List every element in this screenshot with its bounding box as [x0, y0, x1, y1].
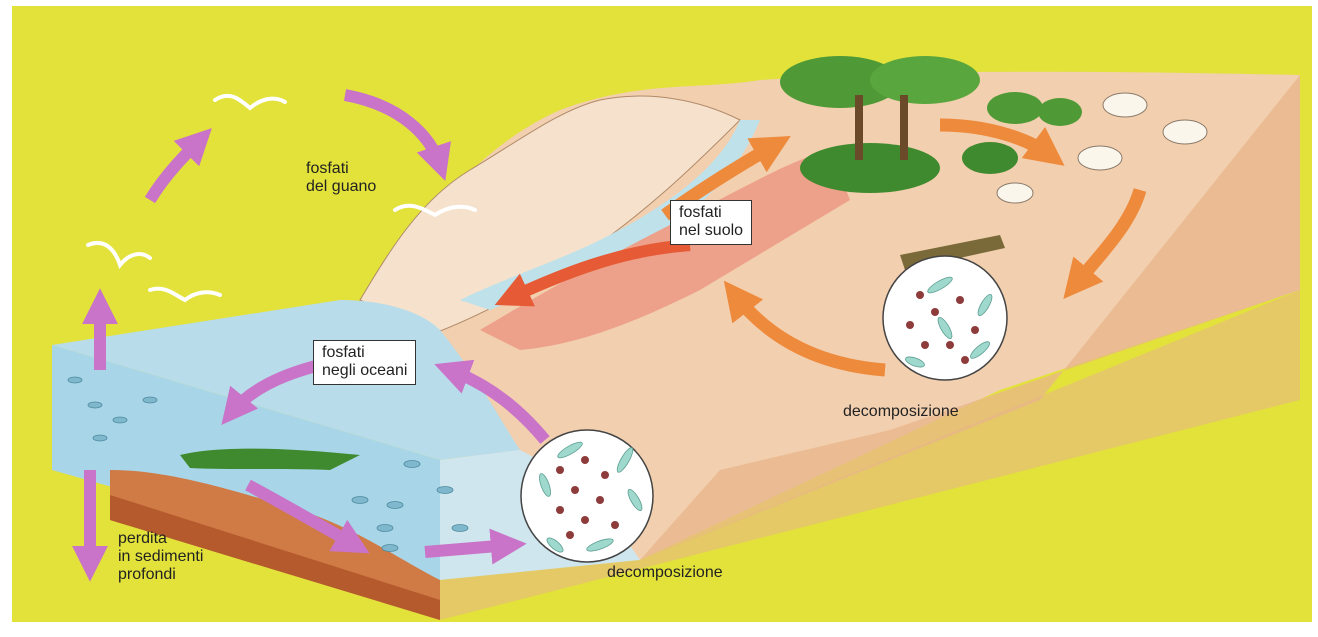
bush — [962, 142, 1018, 174]
tree-canopy — [870, 56, 980, 104]
label-line: profondi — [118, 566, 203, 584]
tree-canopy — [1038, 98, 1082, 126]
decomposition-circle-land — [883, 256, 1007, 380]
label-line: negli oceani — [322, 362, 407, 380]
label-loss-sediments: perdita in sedimenti profondi — [118, 530, 203, 584]
label-decomposition-land: decomposizione — [843, 403, 959, 421]
decomposition-circle-sea — [521, 430, 653, 562]
label-line: in sedimenti — [118, 548, 203, 566]
label-line: perdita — [118, 530, 203, 548]
label-decomposition-sea: decomposizione — [607, 564, 723, 582]
label-phosphates-guano: fosfati del guano — [306, 160, 376, 196]
label-phosphates-soil: fosfati nel suolo — [670, 200, 752, 245]
label-phosphates-ocean: fosfati negli oceani — [313, 340, 416, 385]
label-line: nel suolo — [679, 222, 743, 240]
tree-trunk — [900, 95, 908, 160]
tree-canopy — [987, 92, 1043, 124]
label-line: del guano — [306, 178, 376, 196]
label-line: fosfati — [679, 204, 743, 222]
tree-trunk — [855, 95, 863, 160]
label-line: fosfati — [306, 160, 376, 178]
bush — [800, 143, 940, 193]
label-line: fosfati — [322, 344, 407, 362]
